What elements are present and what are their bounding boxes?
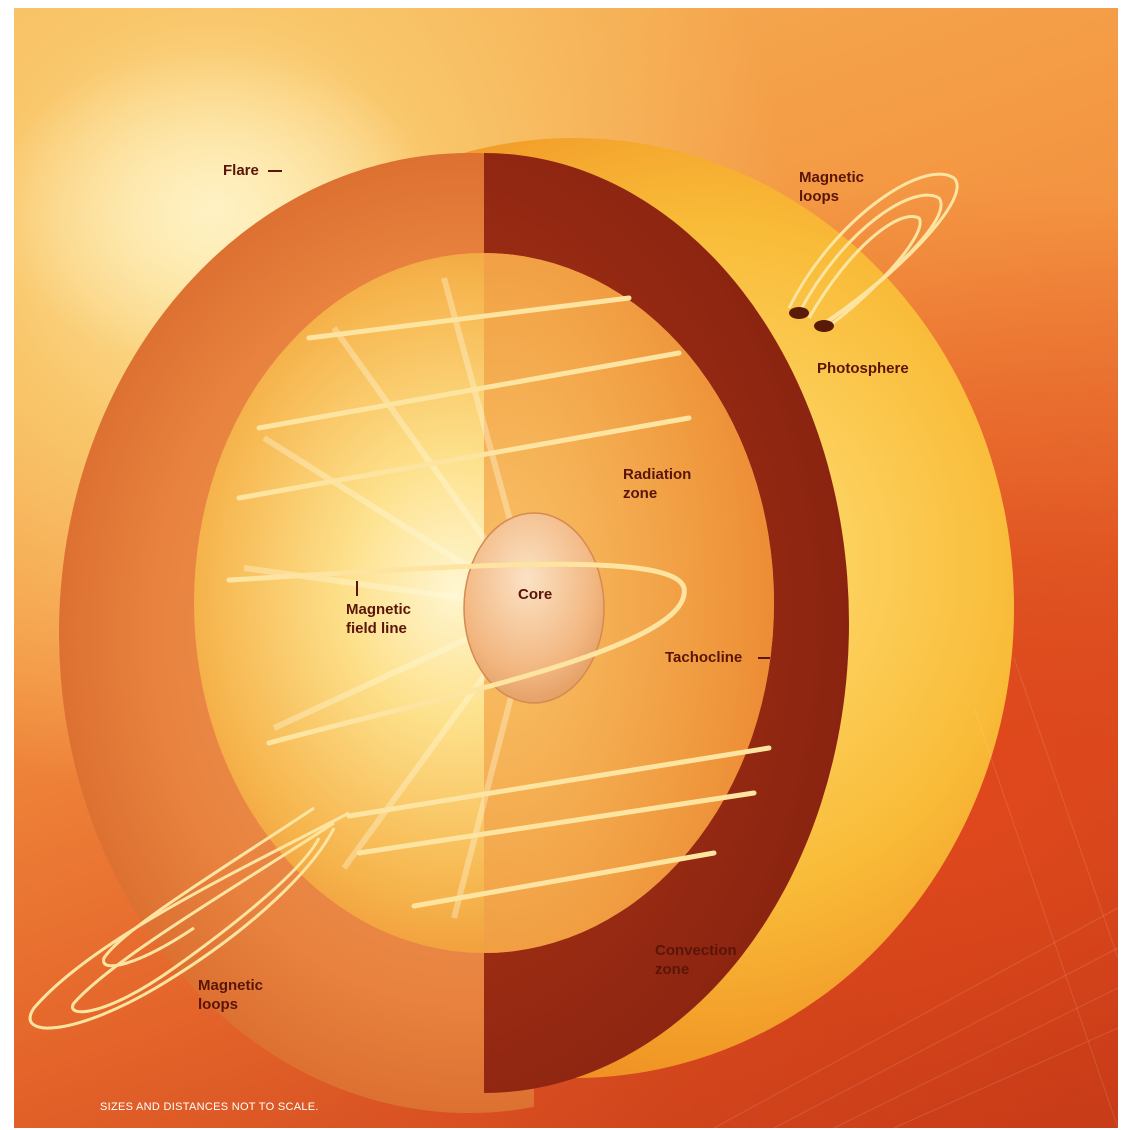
label-magnetic-field-line: Magnetic field line: [346, 600, 411, 638]
label-core: Core: [518, 585, 552, 604]
label-magnetic-loops-top: Magnetic loops: [799, 168, 864, 206]
sun-cutaway-svg: [14, 8, 1118, 1128]
caption-not-to-scale: SIZES AND DISTANCES NOT TO SCALE.: [100, 1101, 319, 1113]
label-radiation-zone: Radiation zone: [623, 465, 691, 503]
sunspot: [789, 307, 809, 319]
sunspot: [814, 320, 834, 332]
label-photosphere: Photosphere: [817, 359, 909, 378]
sun-cutaway-illustration: Flare Magnetic loops Photosphere Radiati…: [14, 8, 1118, 1128]
label-convection-zone: Convection zone: [655, 941, 737, 979]
label-tachocline: Tachocline: [665, 648, 742, 667]
label-magnetic-loops-bottom: Magnetic loops: [198, 976, 263, 1014]
label-flare: Flare: [223, 161, 259, 180]
